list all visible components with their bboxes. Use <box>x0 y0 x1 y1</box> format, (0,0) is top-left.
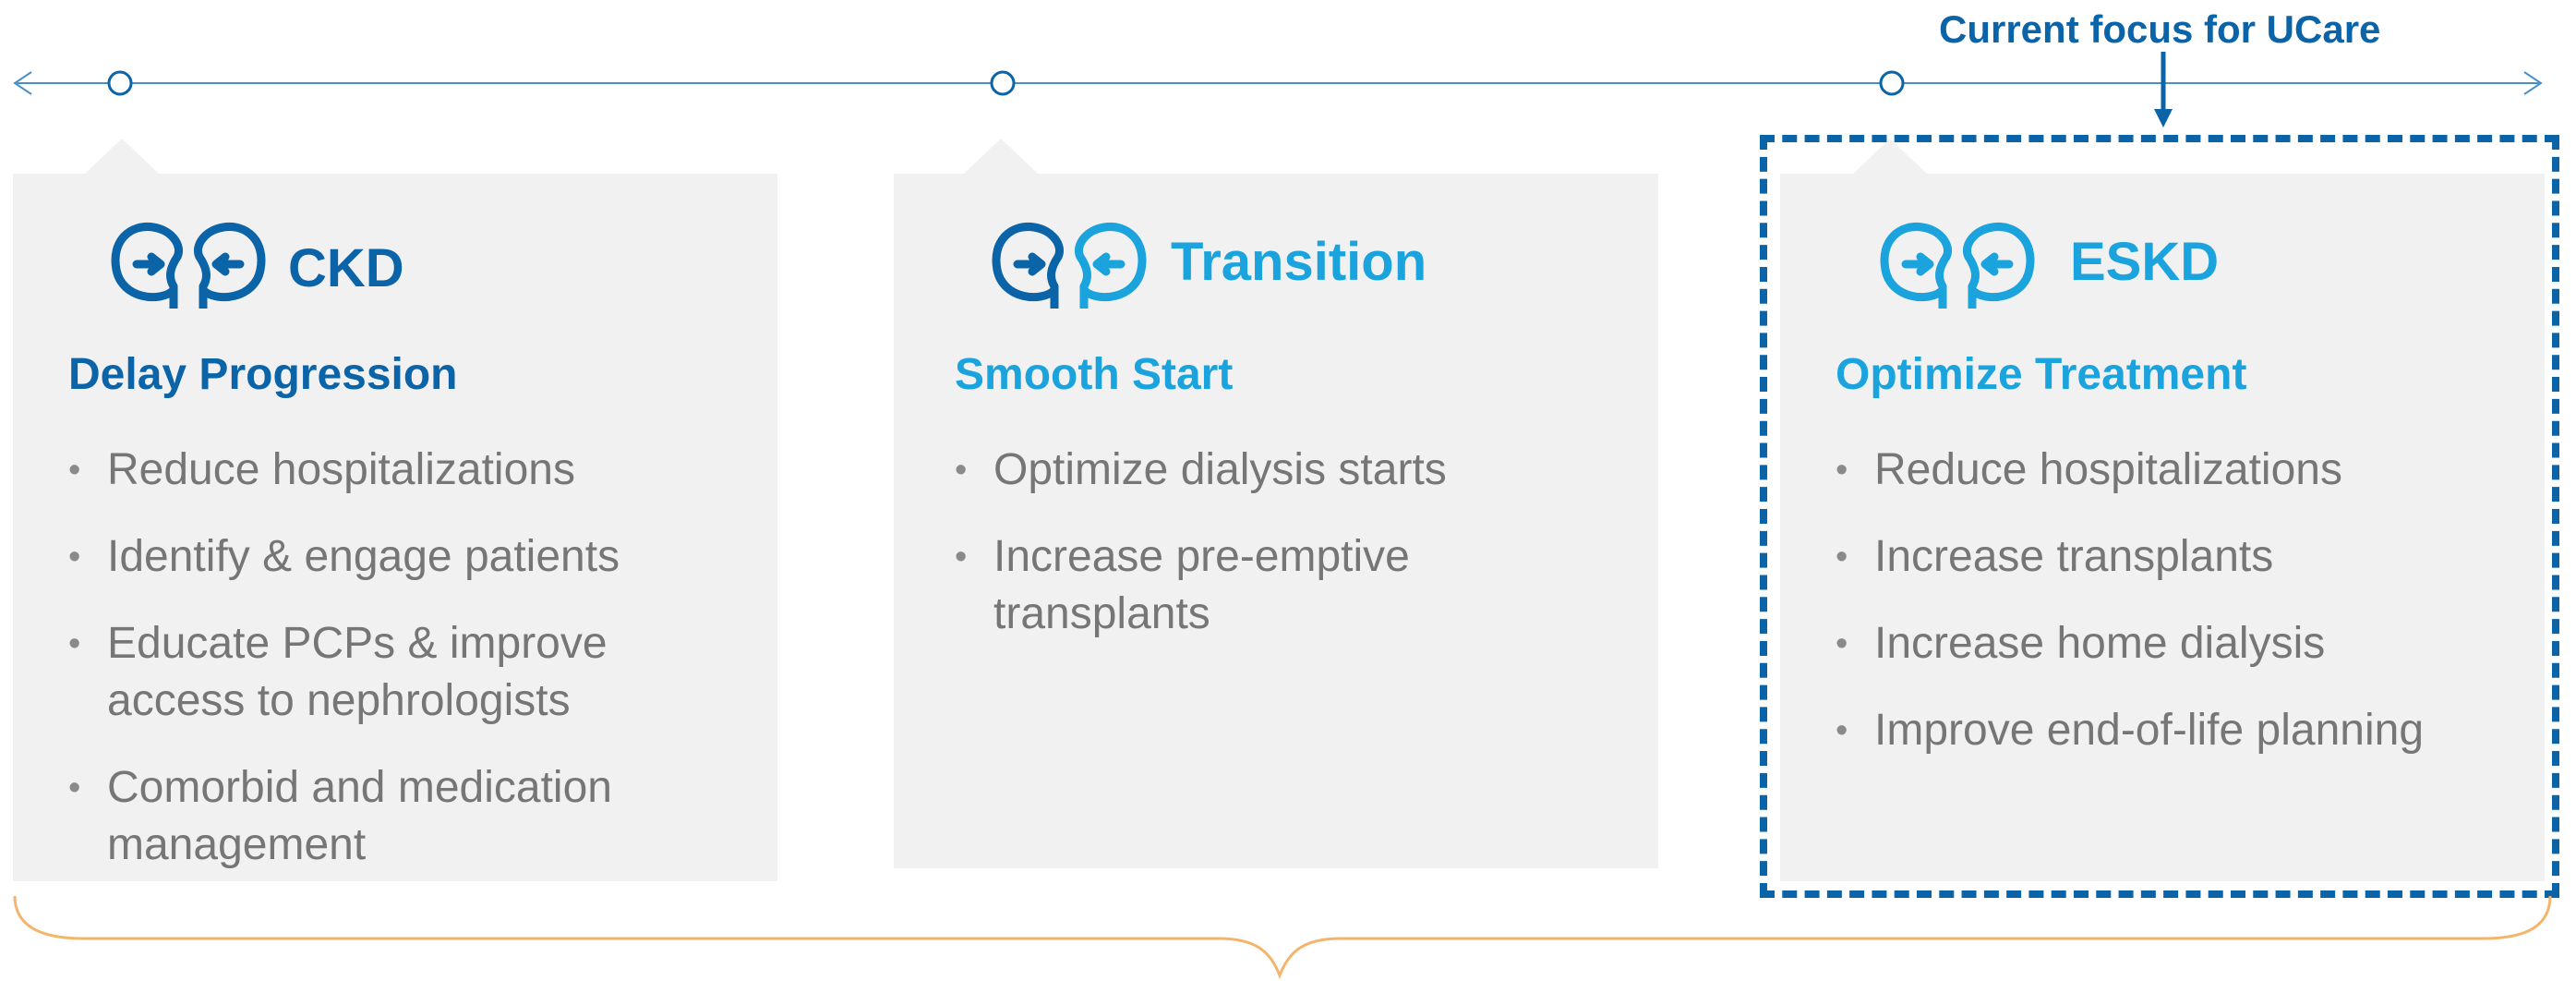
ckd-bullet-list: Reduce hospitalizations Identify & engag… <box>66 442 731 903</box>
transition-bullet-list: Optimize dialysis starts Increase pre-em… <box>953 442 1618 672</box>
list-item: Educate PCPs & improve access to nephrol… <box>66 615 731 730</box>
eskd-panel-pointer <box>1851 139 1929 176</box>
focus-arrow-icon <box>2154 52 2173 127</box>
timeline-left-arrowhead <box>13 71 32 95</box>
ckd-panel-pointer <box>83 139 161 176</box>
kidney-left-icon <box>1880 222 1952 309</box>
current-focus-box <box>1760 135 2559 898</box>
goal-title-eskd: Optimize Treatment <box>1836 350 2247 399</box>
list-item: Improve end-of-life planning <box>1834 702 2498 759</box>
list-item: Increase home dialysis <box>1834 615 2498 672</box>
timeline-marker-ckd <box>107 70 133 96</box>
goal-title-ckd: Delay Progression <box>68 350 458 399</box>
stage-title-transition: Transition <box>1171 232 1427 292</box>
list-item: Optimize dialysis starts <box>953 442 1618 499</box>
list-item: Increase pre-emptive transplants <box>953 528 1618 643</box>
eskd-bullet-list: Reduce hospitalizations Increase transpl… <box>1834 442 2498 789</box>
timeline <box>13 70 2543 96</box>
goal-title-transition: Smooth Start <box>955 350 1234 399</box>
stage-title-eskd: ESKD <box>2070 232 2220 292</box>
timeline-marker-eskd <box>1879 70 1905 96</box>
timeline-marker-transition <box>990 70 1016 96</box>
list-item: Reduce hospitalizations <box>66 442 731 499</box>
transition-panel-pointer <box>962 139 1040 176</box>
kidneys-icon <box>992 222 1147 309</box>
transition-panel <box>894 174 1658 868</box>
list-item: Reduce hospitalizations <box>1834 442 2498 499</box>
kidneys-icon <box>111 222 266 309</box>
focus-label: Current focus for UCare <box>1939 7 2381 51</box>
timeline-right-arrowhead <box>2523 71 2543 95</box>
list-item: Increase transplants <box>1834 528 2498 586</box>
stage-title-ckd: CKD <box>288 238 404 298</box>
kidney-right-icon <box>1075 222 1147 309</box>
kidney-right-icon <box>1963 222 2035 309</box>
kidney-right-icon <box>194 222 266 309</box>
kidney-left-icon <box>992 222 1064 309</box>
list-item: Identify & engage patients <box>66 528 731 586</box>
list-item: Comorbid and medication management <box>66 759 731 874</box>
kidneys-icon <box>1880 222 2035 309</box>
kidney-left-icon <box>111 222 183 309</box>
